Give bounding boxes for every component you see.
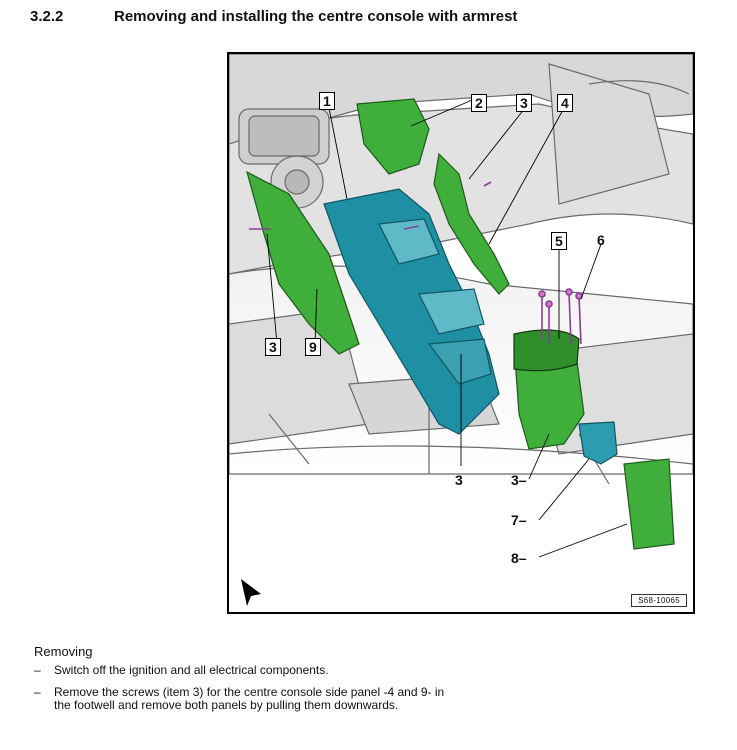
section-number: 3.2.2 [30,8,64,25]
callout-1: 1 [319,92,335,110]
callout-6: 6 [597,232,605,248]
callout-7: 7– [511,512,527,528]
screws-item-3 [249,181,583,345]
step-bullet: – [34,663,41,677]
armrest-part-5 [513,329,580,372]
callout-2: 2 [471,94,487,112]
illustration-drawing [229,54,693,606]
callout-3-centre: 3 [455,472,463,488]
step-text: Remove the screws (item 3) for the centr… [54,685,445,712]
instruction-steps: – Switch off the ignition and all electr… [34,664,454,721]
exploded-view-illustration: 1 2 3 4 5 6 3 9 3 3– 7– 8– S68-10065 [227,52,695,614]
section-label-removing: Removing [34,644,93,659]
callout-5: 5 [551,232,567,250]
step-bullet: – [34,685,41,699]
callout-3-left: 3 [265,338,281,356]
step-text: Switch off the ignition and all electric… [54,663,329,677]
figure-code: S68-10065 [631,594,687,607]
bracket-part-7 [578,421,618,465]
callout-3-top: 3 [516,94,532,112]
pointer-arrow-icon [241,579,261,606]
section-heading: 3.2.2 Removing and installing the centre… [30,8,720,32]
callout-8: 8– [511,550,527,566]
centre-console-part-1 [323,188,500,435]
callout-9: 9 [305,338,321,356]
callout-3-right: 3– [511,472,527,488]
instruction-step: – Remove the screws (item 3) for the cen… [34,686,454,712]
callout-leader-lines [266,97,628,558]
section-title: Removing and installing the centre conso… [114,8,518,25]
callout-4: 4 [557,94,573,112]
instruction-step: – Switch off the ignition and all electr… [34,664,454,677]
